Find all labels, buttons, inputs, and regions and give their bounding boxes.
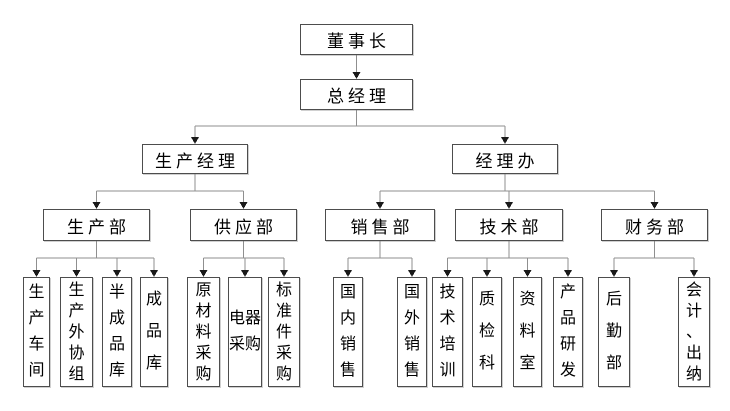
arrowhead-down-icon [239, 202, 248, 209]
node-production-manager: 生产经理 [142, 144, 248, 174]
arrowhead-down-icon [408, 270, 416, 277]
arrowhead-down-icon [483, 270, 491, 277]
node-data-room: 资料室 [513, 277, 542, 387]
arrowhead-down-icon [650, 202, 659, 209]
node-overseas-sales: 国外销售 [397, 277, 427, 387]
node-tech-training: 技术培训 [432, 277, 463, 387]
arrowhead-down-icon [352, 72, 361, 79]
arrowhead-down-icon [690, 270, 698, 277]
node-workshop: 生产车间 [23, 277, 50, 387]
node-semi-finished-warehouse: 半成品库 [102, 277, 132, 387]
node-production-dept: 生产部 [43, 209, 150, 241]
arrowhead-down-icon [376, 202, 384, 209]
node-chairman: 董事长 [300, 24, 413, 55]
node-gm: 总经理 [300, 79, 413, 110]
node-electric-purchasing: 电器采购 [228, 277, 262, 387]
arrowhead-down-icon [610, 270, 618, 277]
node-finance-dept: 财务部 [601, 209, 708, 241]
node-domestic-sales: 国内销售 [333, 277, 363, 387]
node-product-rd: 产品研发 [553, 277, 583, 387]
node-logistics-dept: 后勤部 [598, 277, 630, 387]
node-quality-inspection: 质检科 [472, 277, 502, 387]
arrowhead-down-icon [113, 270, 121, 277]
arrowhead-down-icon [505, 202, 513, 209]
arrowhead-down-icon [564, 270, 572, 277]
node-manager-office: 经理办 [452, 144, 558, 174]
arrowhead-down-icon [241, 270, 249, 277]
arrowhead-down-icon [501, 137, 509, 144]
node-accounting-cashier: 会计、出纳 [678, 277, 710, 387]
node-raw-material-purchasing: 原材料采购 [187, 277, 220, 387]
node-standard-parts-purchasing: 标准件采购 [268, 277, 300, 387]
node-finished-warehouse: 成品库 [140, 277, 168, 387]
arrowhead-down-icon [32, 270, 41, 277]
arrowhead-down-icon [443, 270, 452, 277]
node-tech-dept: 技术部 [455, 209, 563, 241]
arrowhead-down-icon [199, 270, 208, 277]
node-sales-dept: 销售部 [325, 209, 435, 241]
arrowhead-down-icon [280, 270, 288, 277]
arrowhead-down-icon [72, 270, 81, 277]
arrowhead-down-icon [344, 270, 352, 277]
arrowhead-down-icon [92, 202, 101, 209]
node-supply-dept: 供应部 [190, 209, 297, 241]
node-outsourcing-group: 生产外协组 [60, 277, 93, 387]
arrowhead-down-icon [191, 137, 199, 144]
arrowhead-down-icon [150, 270, 158, 277]
arrowhead-down-icon [523, 270, 532, 277]
